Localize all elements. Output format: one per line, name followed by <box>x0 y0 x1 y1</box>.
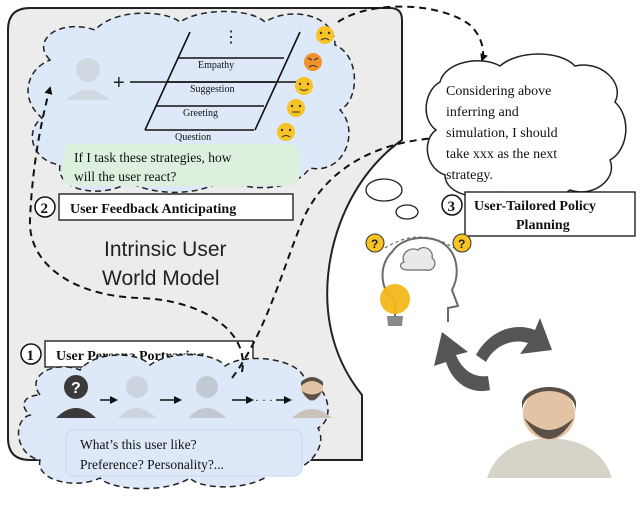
step1-number-circle <box>20 343 42 365</box>
persona-question-line1: What’s this user like? <box>80 437 197 452</box>
left-question-badge <box>365 233 385 253</box>
step3-label-line2: Planning <box>516 218 570 233</box>
step1-number: 1 <box>27 348 35 364</box>
emoji-crying-icon <box>316 26 334 44</box>
panel-title-line2: World Model <box>102 267 220 290</box>
persona-ellipsis: · · · <box>255 393 273 407</box>
thought-line5: strategy. <box>446 168 493 183</box>
thinking-head-icon <box>380 236 460 326</box>
step3-label-line1: User-Tailored Policy <box>474 199 596 214</box>
emoji-happy-icon <box>295 77 313 95</box>
thought-line1: Considering above <box>446 84 551 99</box>
thought-bubble-large <box>365 178 403 202</box>
more-strategies-dots: ⋮ <box>223 29 239 46</box>
refresh-cycle-icon <box>434 318 552 392</box>
thought-line2: inferring and <box>446 105 519 120</box>
strategy-suggestion: Suggestion <box>190 84 234 95</box>
emoji-sad-icon <box>277 123 295 141</box>
step3-label-box <box>464 191 636 237</box>
right-question-mark: ? <box>458 237 465 251</box>
faded-persona-2-icon <box>188 376 226 418</box>
anticipation-question-box <box>63 144 299 186</box>
emoji-neutral-icon <box>287 99 305 117</box>
panel-title-line1: Intrinsic User <box>104 238 227 261</box>
step2-number: 2 <box>41 201 49 217</box>
faded-persona-1-icon <box>118 376 156 418</box>
step2-label: User Feedback Anticipating <box>70 202 236 217</box>
anticipation-question-line1: If I task these strategies, how <box>74 150 232 165</box>
thought-bubble-medium <box>395 204 419 220</box>
emoji-angry-icon <box>304 53 322 71</box>
strategy-greeting: Greeting <box>183 108 218 119</box>
unknown-user-icon <box>56 375 96 418</box>
anticipation-question-line2: will the user react? <box>74 169 176 184</box>
plus-sign: + <box>113 72 125 94</box>
left-question-mark: ? <box>371 237 378 251</box>
step2-label-box <box>58 193 294 221</box>
unknown-user-question-mark: ? <box>71 380 81 397</box>
thought-line4: take xxx as the next <box>446 147 557 162</box>
policy-thought-cloud <box>425 53 627 203</box>
strategy-question: Question <box>175 132 211 143</box>
user-avatar-icon <box>487 387 612 478</box>
step3-number: 3 <box>448 199 456 215</box>
thought-line3: simulation, I should <box>446 126 558 141</box>
strategy-branches <box>130 31 301 131</box>
flow-arrow-feedback-to-thought <box>337 5 488 62</box>
step2-number-circle <box>34 196 56 218</box>
faded-user-icon <box>66 58 110 100</box>
portrayed-user-icon <box>292 377 332 418</box>
step3-number-circle <box>441 194 463 216</box>
right-question-badge <box>452 233 472 253</box>
persona-question-line2: Preference? Personality?... <box>80 457 224 472</box>
strategy-empathy: Empathy <box>198 60 234 71</box>
persona-question-box <box>65 429 303 477</box>
